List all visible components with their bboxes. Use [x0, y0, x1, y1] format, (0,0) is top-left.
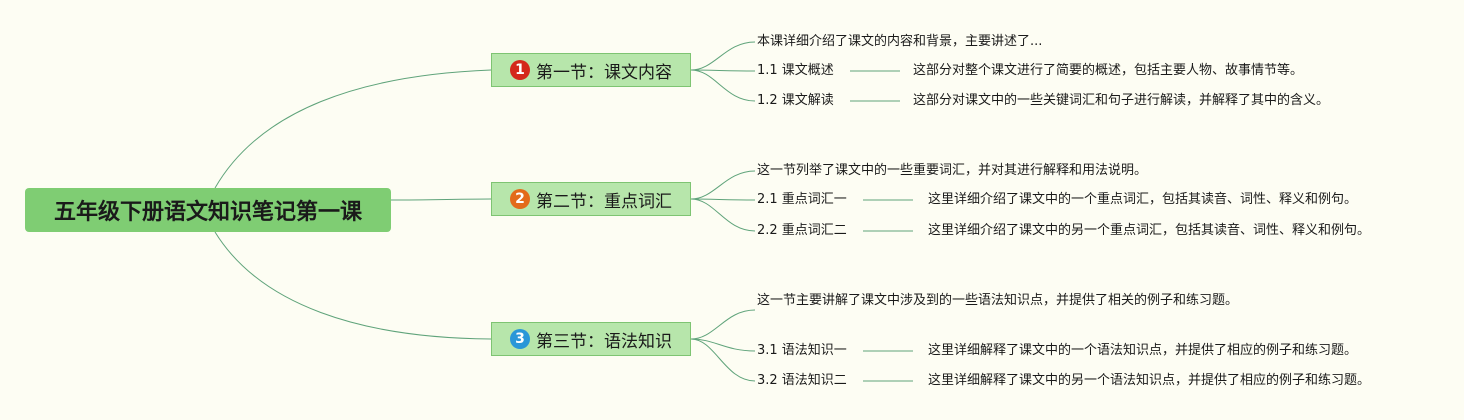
- branch-2-item-2-label[interactable]: 2.2 重点词汇二: [757, 223, 847, 238]
- link-b3-item2: [690, 338, 756, 382]
- branch-1-item-1-desc[interactable]: 这部分对整个课文进行了简要的概述，包括主要人物、故事情节等。: [913, 63, 1304, 78]
- link-root-b1: [214, 69, 492, 189]
- branch-2-item-2-desc[interactable]: 这里详细介绍了课文中的另一个重点词汇，包括其读音、词性、释义和例句。: [928, 223, 1371, 238]
- branch-3-node[interactable]: 3 第三节：语法知识: [491, 322, 691, 356]
- link-b2-item1: [690, 198, 756, 201]
- branch-3-item-1-label[interactable]: 3.1 语法知识一: [757, 343, 847, 358]
- branch-3-item-1-desc[interactable]: 这里详细解释了课文中的一个语法知识点，并提供了相应的例子和练习题。: [928, 343, 1358, 358]
- branch-2-item-1-label[interactable]: 2.1 重点词汇一: [757, 192, 847, 207]
- link-b1-summary: [690, 41, 756, 71]
- number-2-icon: 2: [510, 189, 530, 209]
- branch-2-node[interactable]: 2 第二节：重点词汇: [491, 182, 691, 216]
- number-1-icon: 1: [510, 60, 530, 80]
- link-b3-item1: [690, 338, 756, 352]
- root-topic[interactable]: 五年级下册语文知识笔记第一课: [25, 188, 391, 232]
- branch-3-item-2-label[interactable]: 3.2 语法知识二: [757, 373, 847, 388]
- branch-1-item-1-label[interactable]: 1.1 课文概述: [757, 63, 834, 78]
- link-b1-item1: [690, 69, 756, 72]
- number-3-icon: 3: [510, 329, 530, 349]
- branch-1-item-2-desc[interactable]: 这部分对课文中的一些关键词汇和句子进行解读，并解释了其中的含义。: [913, 93, 1330, 108]
- link-b3-summary: [690, 309, 756, 340]
- branch-3-item-2-desc[interactable]: 这里详细解释了课文中的另一个语法知识点，并提供了相应的例子和练习题。: [928, 373, 1371, 388]
- branch-1-node[interactable]: 1 第一节：课文内容: [491, 53, 691, 87]
- branch-1-item-2-label[interactable]: 1.2 课文解读: [757, 93, 834, 108]
- branch-2-label: 第二节：重点词汇: [536, 191, 672, 212]
- branch-3-summary[interactable]: 这一节主要讲解了课文中涉及到的一些语法知识点，并提供了相关的例子和练习题。: [757, 293, 1239, 308]
- branch-1-summary[interactable]: 本课详细介绍了课文的内容和背景，主要讲述了...: [757, 34, 1043, 49]
- branch-2-item-1-desc[interactable]: 这里详细介绍了课文中的一个重点词汇，包括其读音、词性、释义和例句。: [928, 192, 1358, 207]
- link-b1-item2: [690, 69, 756, 102]
- branch-2-summary[interactable]: 这一节列举了课文中的一些重要词汇，并对其进行解释和用法说明。: [757, 163, 1148, 178]
- link-root-b3: [214, 231, 492, 340]
- branch-3-label: 第三节：语法知识: [536, 331, 672, 352]
- link-b2-summary: [690, 170, 756, 200]
- link-root-b2: [390, 198, 492, 201]
- branch-1-label: 第一节：课文内容: [536, 62, 672, 83]
- link-b2-item2: [690, 198, 756, 232]
